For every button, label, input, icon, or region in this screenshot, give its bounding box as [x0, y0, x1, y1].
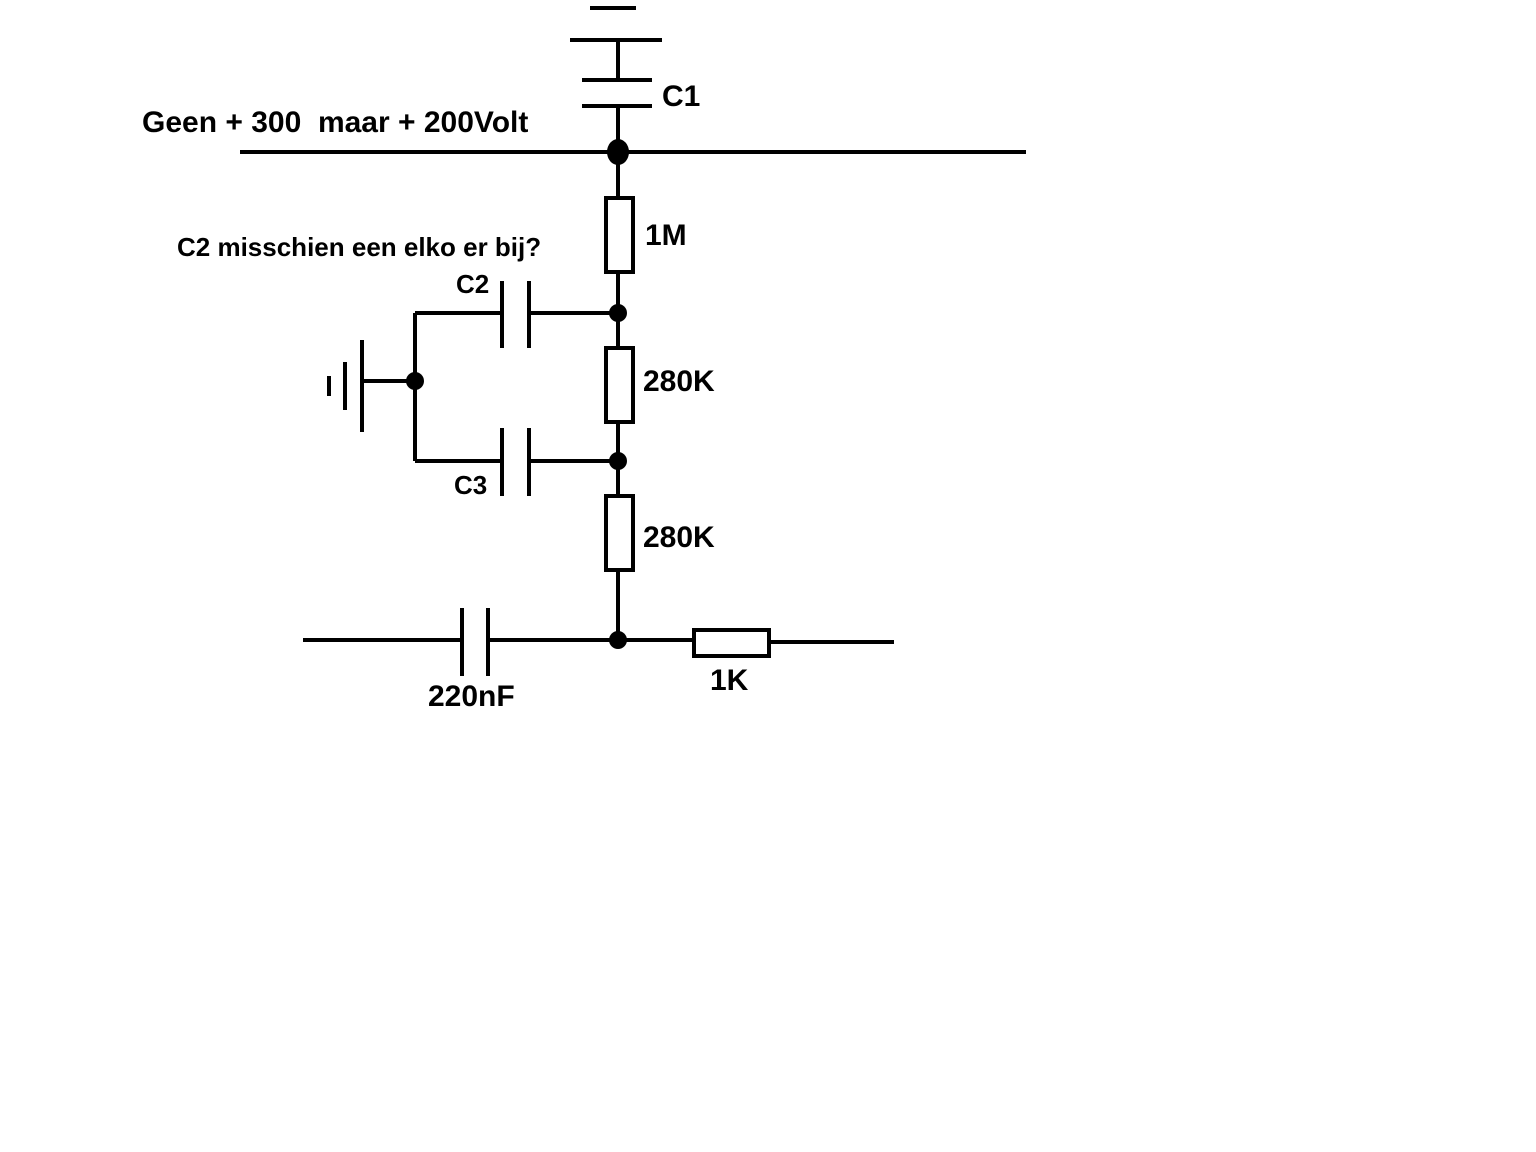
label-280k-lower: 280K — [643, 521, 715, 554]
supply-voltage-note: Geen + 300 maar + 200Volt — [142, 106, 528, 139]
top-ground-symbol — [570, 6, 662, 42]
capacitor-220nf — [460, 608, 490, 676]
c2-question-note: C2 misschien een elko er bij? — [177, 232, 541, 262]
resistor-280k-lower — [604, 494, 635, 572]
capacitor-c1 — [582, 78, 652, 108]
resistor-280k-upper — [604, 346, 635, 424]
left-ground-symbol — [327, 340, 364, 432]
label-c2: C2 — [456, 269, 489, 299]
label-1m: 1M — [645, 219, 687, 252]
resistor-1k — [692, 628, 771, 658]
label-c3: C3 — [454, 470, 487, 500]
capacitor-c3 — [500, 428, 531, 496]
capacitor-c2 — [500, 281, 531, 348]
label-c1: C1 — [662, 80, 700, 113]
resistor-1m — [604, 196, 635, 274]
label-280k-upper: 280K — [643, 365, 715, 398]
label-1k: 1K — [710, 664, 749, 697]
label-220nf: 220nF — [428, 680, 515, 713]
